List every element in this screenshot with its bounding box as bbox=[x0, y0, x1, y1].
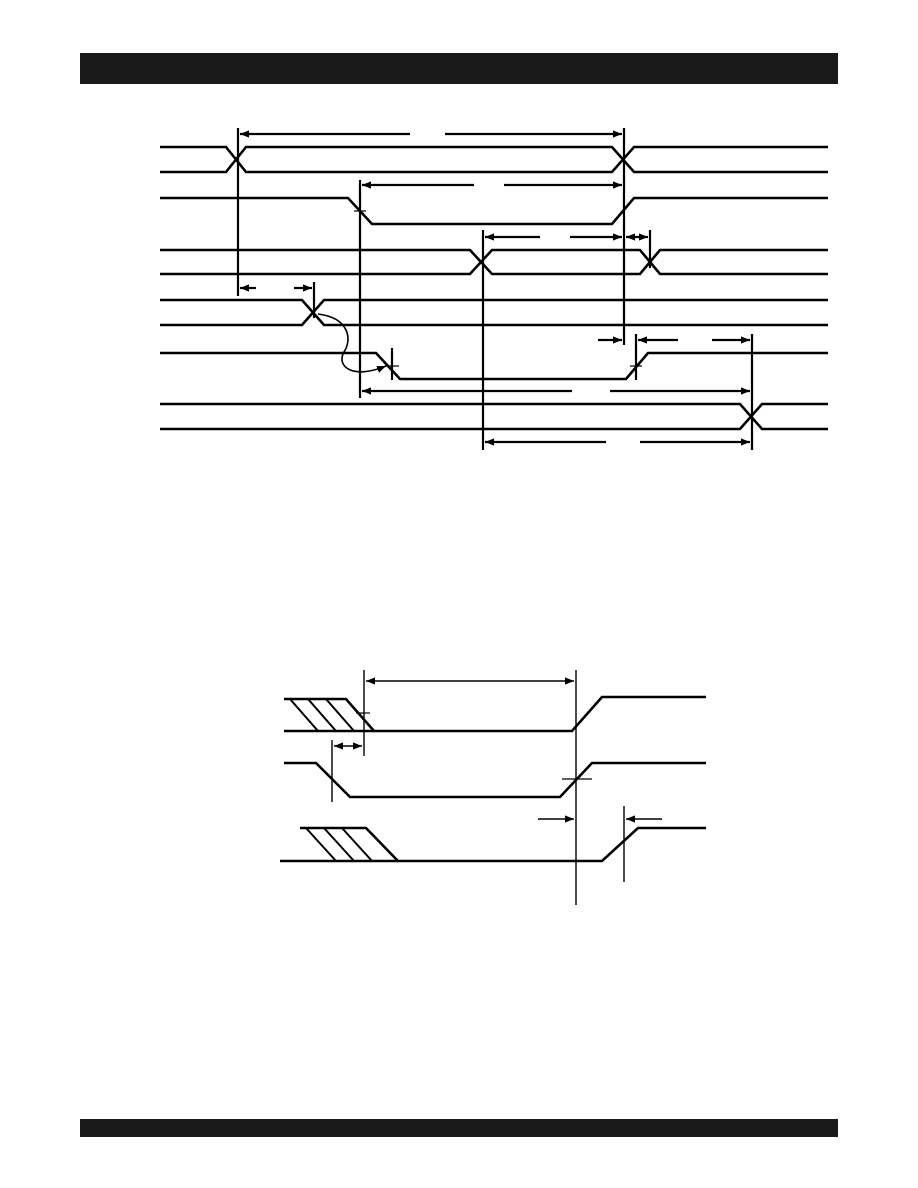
signal-row-c bbox=[280, 826, 706, 863]
signal-row-b bbox=[284, 761, 706, 799]
signal-row-6 bbox=[160, 402, 828, 431]
header-bar bbox=[80, 53, 838, 84]
timing-diagram-1 bbox=[160, 128, 828, 450]
dimension-arrows bbox=[240, 130, 750, 446]
signal-row-3 bbox=[160, 248, 828, 276]
reference-lines-2 bbox=[331, 670, 625, 905]
footer-bar bbox=[80, 1119, 838, 1137]
signal-row-4 bbox=[160, 298, 828, 327]
signal-row-a bbox=[284, 695, 706, 733]
signal-row-2 bbox=[160, 196, 828, 226]
signal-row-1 bbox=[160, 145, 828, 174]
dimension-arrows-2 bbox=[334, 677, 662, 823]
causal-arrow bbox=[317, 313, 387, 373]
signal-row-5 bbox=[160, 351, 828, 381]
reference-lines bbox=[236, 128, 754, 450]
timing-diagram-2 bbox=[280, 670, 706, 905]
transition-ticks bbox=[354, 210, 642, 367]
